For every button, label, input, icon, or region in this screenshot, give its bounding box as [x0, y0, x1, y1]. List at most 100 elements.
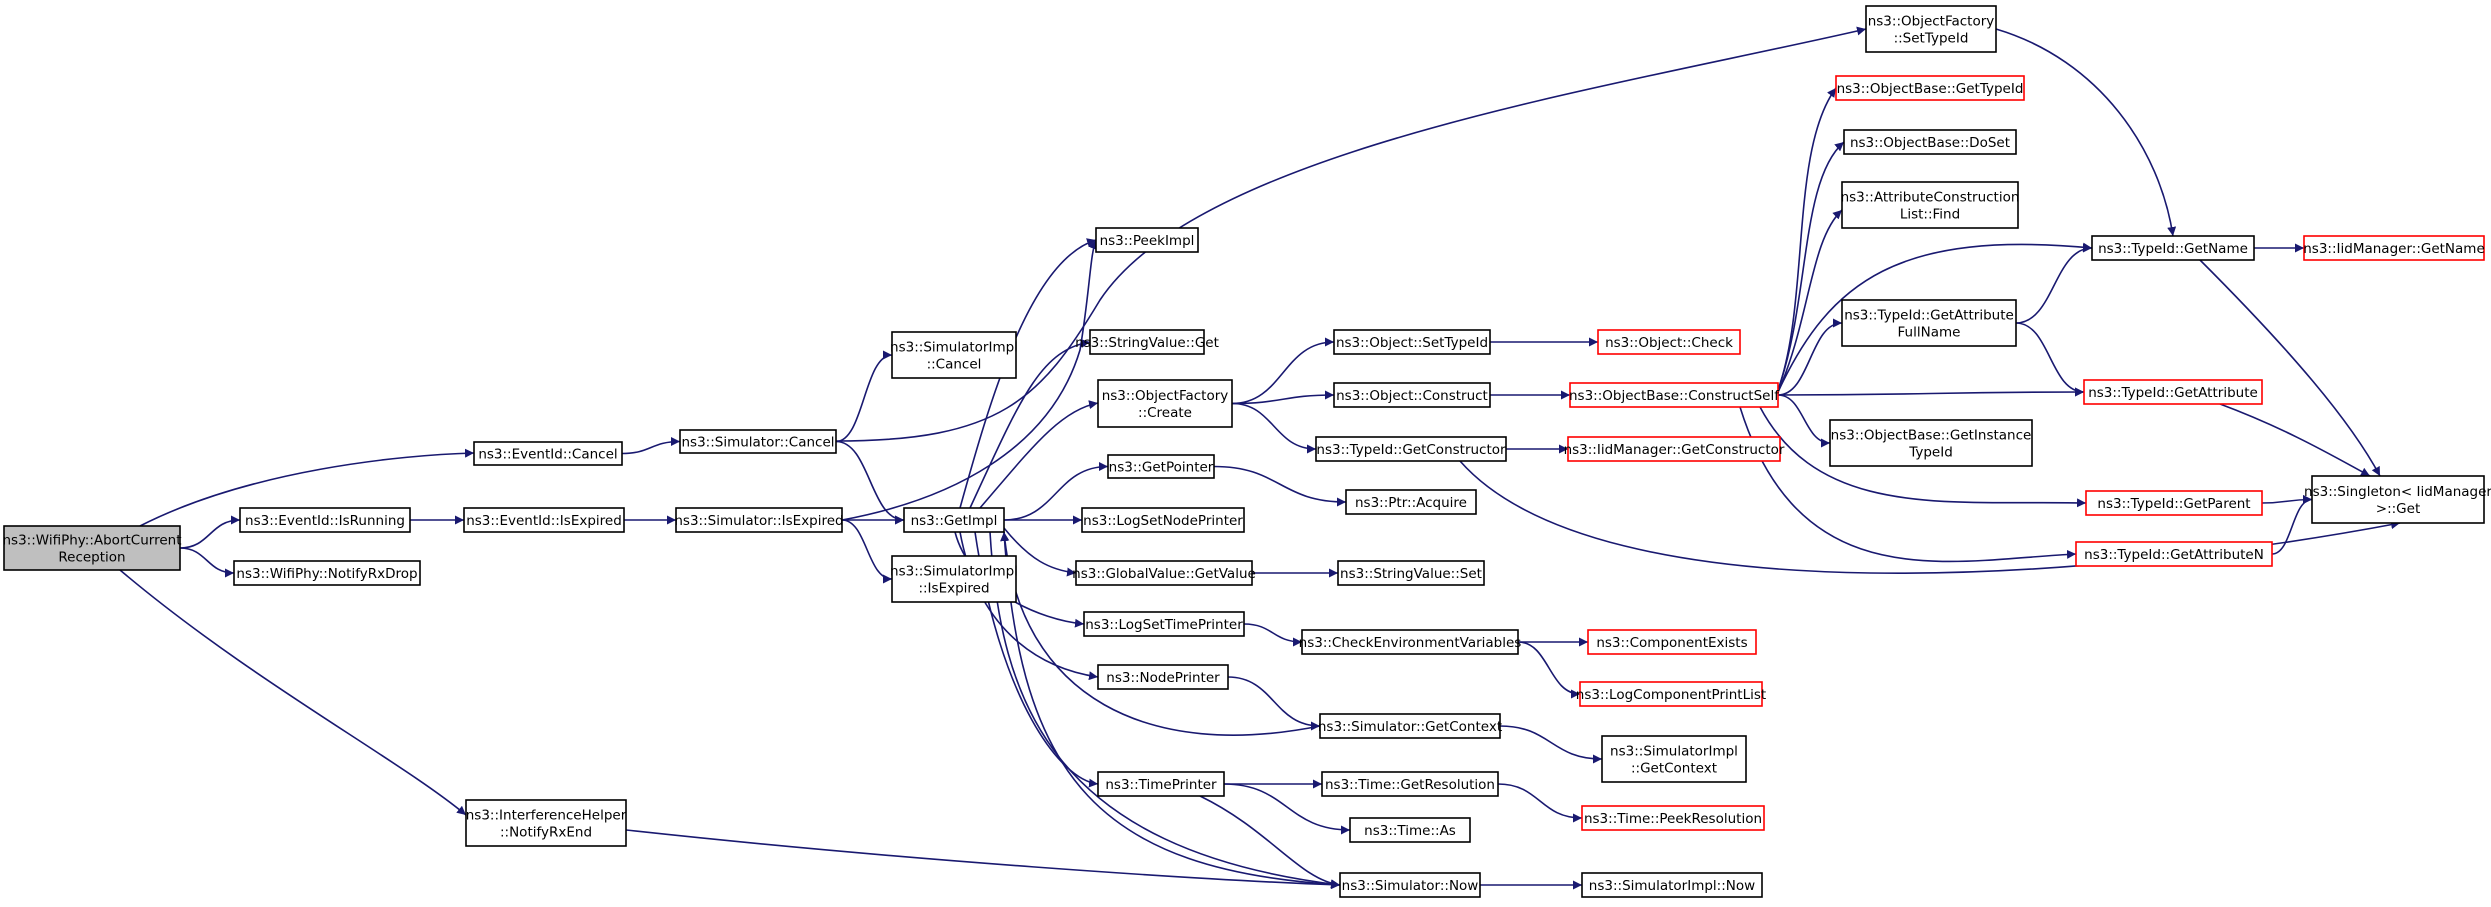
node-box — [1097, 664, 1229, 690]
edge-obConstructSelf-to-tidGetParent — [1759, 406, 2087, 508]
node-objSetTypeId[interactable]: ns3::Object::SetTypeId — [1333, 329, 1491, 355]
node-simImplIsExpired[interactable]: ns3::SimulatorImpl::IsExpired — [890, 555, 1018, 603]
node-gvGetValue[interactable]: ns3::GlobalValue::GetValue — [1072, 560, 1256, 586]
edge-obConstructSelf-to-tidGetAttrFull — [1777, 318, 1843, 396]
node-iidGetCtor[interactable]: ns3::IidManager::GetConstructor — [1564, 436, 1785, 462]
edge-tidGetAttrFull-to-tidGetAttr — [2015, 322, 2085, 397]
node-box — [2303, 235, 2485, 261]
node-box — [463, 507, 625, 533]
node-nodePrinter[interactable]: ns3::NodePrinter — [1097, 664, 1229, 690]
node-ofSetTypeId[interactable]: ns3::ObjectFactory::SetTypeId — [1865, 5, 1997, 53]
node-tidGetAttr[interactable]: ns3::TypeId::GetAttribute — [2083, 379, 2263, 405]
node-label: ns3::LogComponentPrintList — [1576, 687, 1766, 703]
node-evRunning[interactable]: ns3::EventId::IsRunning — [239, 507, 411, 533]
node-simImplGetCtx[interactable]: ns3::SimulatorImpl::GetContext — [1601, 735, 1747, 783]
node-ptrAcquire[interactable]: ns3::Ptr::Acquire — [1345, 489, 1477, 515]
node-logSetTime[interactable]: ns3::LogSetTimePrinter — [1083, 611, 1245, 637]
edge-tidGetAttrFull-to-tidGetName — [2015, 243, 2093, 324]
nodes-layer: ns3::WifiPhy::AbortCurrentReceptionns3::… — [3, 5, 2491, 898]
node-getPointer[interactable]: ns3::GetPointer — [1107, 454, 1215, 479]
node-iidGetName[interactable]: ns3::IidManager::GetName — [2303, 235, 2485, 261]
node-box — [2311, 475, 2485, 524]
node-label: ns3::SimulatorImpl::Now — [1589, 878, 1755, 894]
node-logCompPrint[interactable]: ns3::LogComponentPrintList — [1576, 681, 1766, 707]
node-label: ns3::Object::SetTypeId — [1336, 335, 1488, 351]
node-label: ns3::Simulator::Now — [1342, 878, 1479, 894]
node-simGetCtx[interactable]: ns3::Simulator::GetContext — [1318, 713, 1502, 739]
node-label: ns3::Object::Check — [1605, 335, 1733, 351]
node-obDoSet[interactable]: ns3::ObjectBase::DoSet — [1843, 129, 2017, 155]
node-simCancel[interactable]: ns3::Simulator::Cancel — [679, 429, 837, 454]
node-strValSet[interactable]: ns3::StringValue::Set — [1337, 560, 1485, 586]
node-label: ns3::TypeId::GetConstructor — [1316, 442, 1506, 458]
node-objFactCreate[interactable]: ns3::ObjectFactory::Create — [1097, 379, 1233, 428]
node-evCancel[interactable]: ns3::EventId::Cancel — [473, 441, 623, 466]
edge-logSetTime-to-checkEnv — [1243, 623, 1303, 647]
edge-obConstructSelf-to-tidGetAttr — [1777, 387, 2085, 397]
node-simImplCancel[interactable]: ns3::SimulatorImpl::Cancel — [890, 331, 1018, 379]
node-label: ns3::ObjectFactory — [1102, 388, 1229, 404]
node-tidGetCtor[interactable]: ns3::TypeId::GetConstructor — [1315, 436, 1507, 462]
node-strValGet[interactable]: ns3::StringValue::Get — [1075, 329, 1219, 355]
node-label: ns3::TypeId::GetParent — [2097, 496, 2250, 512]
node-label: ::SetTypeId — [1894, 31, 1969, 47]
edge-obConstructSelf-to-tidGetName — [1777, 242, 2093, 393]
node-label: ns3::GlobalValue::GetValue — [1072, 566, 1256, 582]
node-simNow[interactable]: ns3::Simulator::Now — [1339, 872, 1481, 898]
node-box — [239, 507, 411, 533]
node-label: ns3::WifiPhy::AbortCurrent — [3, 533, 182, 549]
node-tidGetAttrN[interactable]: ns3::TypeId::GetAttributeN — [2075, 541, 2273, 567]
edge-simIsExpired-to-simImplIsExpired — [841, 519, 893, 584]
edge-objFactCreate-to-objConstruct — [1231, 390, 1335, 405]
node-evExpired[interactable]: ns3::EventId::IsExpired — [463, 507, 625, 533]
node-box — [891, 555, 1017, 603]
node-label: ns3::Singleton< IidManager — [2304, 484, 2491, 500]
edge-timePrinter-to-simNow — [1199, 795, 1341, 889]
node-label: ns3::ComponentExists — [1596, 635, 1747, 651]
node-label: ns3::StringValue::Set — [1340, 566, 1482, 582]
node-box — [1319, 713, 1501, 739]
edge-checkEnv-to-logCompPrint — [1517, 641, 1581, 699]
node-tidGetName[interactable]: ns3::TypeId::GetName — [2091, 235, 2255, 261]
node-checkEnv[interactable]: ns3::CheckEnvironmentVariables — [1299, 629, 1522, 655]
node-simImplNow[interactable]: ns3::SimulatorImpl::Now — [1581, 872, 1763, 898]
node-label: ns3::Simulator::Cancel — [681, 435, 834, 451]
edge-root-to-evCancel — [139, 448, 475, 527]
node-obGetTypeId[interactable]: ns3::ObjectBase::GetTypeId — [1835, 75, 2025, 101]
node-objConstruct[interactable]: ns3::Object::Construct — [1333, 382, 1491, 408]
node-timeGetRes[interactable]: ns3::Time::GetResolution — [1321, 771, 1499, 797]
edge-ihNotify-to-simNow — [625, 829, 1341, 890]
node-timePeekRes[interactable]: ns3::Time::PeekResolution — [1581, 805, 1765, 831]
node-objCheck[interactable]: ns3::Object::Check — [1597, 329, 1741, 355]
edge-getImpl-to-strValGet — [969, 338, 1091, 509]
node-label: ns3::TypeId::GetName — [2098, 241, 2248, 257]
edge-simIsExpired-to-peekImpl — [841, 239, 1097, 521]
node-label: ns3::TypeId::GetAttribute — [1844, 308, 2014, 324]
node-label: List::Find — [1900, 207, 1960, 223]
node-timeAs[interactable]: ns3::Time::As — [1349, 817, 1471, 843]
node-timePrinter[interactable]: ns3::TimePrinter — [1097, 771, 1225, 797]
node-box — [903, 507, 1005, 533]
node-label: ::NotifyRxEnd — [500, 825, 592, 841]
node-tidGetParent[interactable]: ns3::TypeId::GetParent — [2085, 490, 2263, 516]
node-label: ns3::ObjectBase::GetInstance — [1831, 428, 2032, 444]
node-label: ns3::SimulatorImpl — [1610, 744, 1738, 760]
node-logSetNode[interactable]: ns3::LogSetNodePrinter — [1081, 507, 1245, 533]
node-ihNotify[interactable]: ns3::InterferenceHelper::NotifyRxEnd — [465, 799, 627, 847]
node-box — [2085, 490, 2263, 516]
edge-objFactCreate-to-tidGetCtor — [1231, 402, 1317, 454]
node-obConstructSelf[interactable]: ns3::ObjectBase::ConstructSelf — [1569, 382, 1780, 408]
node-peekImpl[interactable]: ns3::PeekImpl — [1095, 227, 1199, 253]
node-label: ns3::Time::PeekResolution — [1584, 811, 1762, 827]
node-compExists[interactable]: ns3::ComponentExists — [1587, 629, 1757, 655]
node-singletonGet[interactable]: ns3::Singleton< IidManager>::Get — [2304, 475, 2491, 524]
node-getImpl[interactable]: ns3::GetImpl — [903, 507, 1005, 533]
edge-getPointer-to-ptrAcquire — [1213, 465, 1347, 507]
node-simIsExpired[interactable]: ns3::Simulator::IsExpired — [674, 507, 844, 533]
node-label: ns3::InterferenceHelper — [466, 808, 627, 824]
node-notifyRxDrop[interactable]: ns3::WifiPhy::NotifyRxDrop — [233, 560, 421, 586]
